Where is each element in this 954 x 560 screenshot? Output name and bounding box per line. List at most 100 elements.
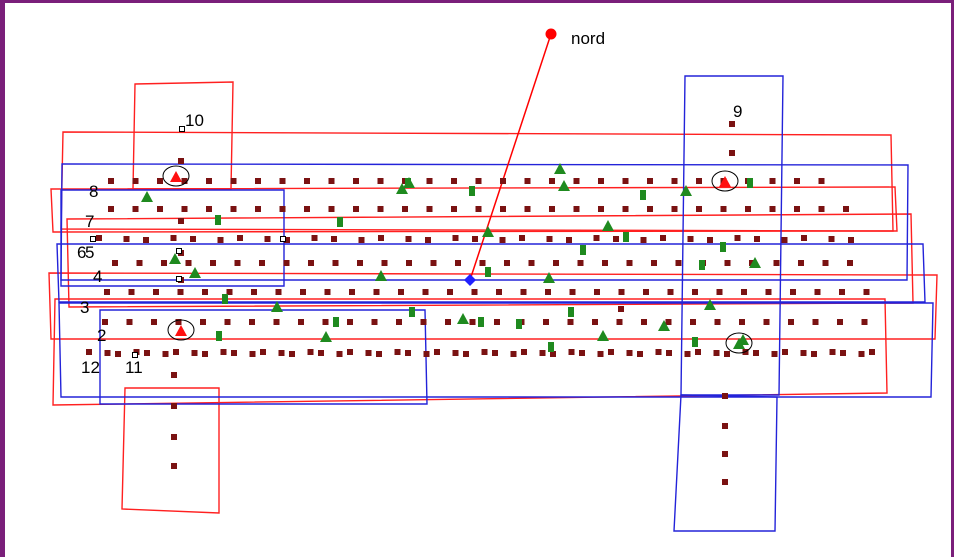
survey-point-110 (479, 260, 486, 266)
survey-point-148 (643, 289, 649, 295)
survey-point-130 (202, 289, 208, 295)
survey-point-202 (260, 349, 266, 355)
survey-point-190 (86, 349, 92, 355)
survey-point-226 (608, 349, 614, 355)
survey-point-55 (696, 206, 702, 212)
survey-point-4 (181, 178, 188, 184)
survey-point-207 (336, 351, 343, 357)
survey-point-234 (724, 351, 730, 357)
target-ring-3 (167, 319, 195, 341)
survey-point-127 (128, 289, 135, 295)
survey-point-217 (481, 349, 488, 355)
layout-canvas[interactable] (5, 3, 954, 560)
survey-point-184 (739, 319, 745, 325)
row-label-9: 9 (733, 102, 743, 121)
survey-point-251 (171, 434, 177, 440)
survey-point-168 (347, 319, 353, 325)
survey-point-128 (153, 289, 159, 295)
row-label-11: 11 (125, 358, 143, 377)
survey-point-30 (818, 178, 825, 184)
survey-point-99 (210, 260, 216, 266)
survey-point-135 (324, 289, 331, 295)
survey-point-106 (381, 260, 388, 266)
survey-point-181 (665, 319, 672, 325)
survey-point-80 (519, 235, 525, 241)
row-label-7: 7 (85, 212, 95, 231)
survey-point-45 (451, 206, 457, 212)
survey-point-189 (861, 319, 868, 325)
survey-point-154 (790, 289, 796, 295)
survey-point-43 (402, 206, 408, 212)
sensor-triangle-18 (749, 257, 761, 268)
survey-point-160 (151, 319, 157, 325)
survey-point-242 (840, 350, 846, 356)
survey-point-22 (622, 178, 629, 184)
sensor-rect-4 (333, 317, 339, 327)
survey-point-206 (318, 350, 324, 356)
survey-point-237 (771, 351, 778, 357)
survey-point-100 (234, 260, 241, 266)
sensor-rect-9 (478, 317, 484, 327)
survey-point-187 (812, 319, 819, 325)
survey-point-25 (696, 178, 702, 184)
survey-point-259 (618, 306, 624, 312)
survey-point-7 (255, 178, 261, 184)
sensor-rect-2 (222, 294, 228, 304)
survey-point-167 (322, 319, 329, 325)
survey-point-149 (667, 289, 674, 295)
sensor-rect-19 (720, 242, 726, 252)
survey-point-94 (848, 237, 854, 243)
survey-point-241 (829, 349, 836, 355)
survey-point-114 (577, 260, 584, 266)
survey-point-32 (132, 206, 139, 212)
survey-point-72 (331, 236, 337, 242)
survey-point-194 (144, 350, 150, 356)
survey-point-245 (178, 158, 184, 164)
survey-point-240 (811, 351, 817, 357)
sensor-triangle-9 (482, 226, 494, 237)
survey-box-blue-7 (673, 394, 778, 532)
sensor-rect-18 (699, 260, 705, 270)
survey-point-179 (616, 319, 623, 325)
survey-point-159 (126, 319, 133, 325)
survey-point-221 (539, 350, 546, 356)
sensor-triangle-10 (543, 272, 555, 283)
survey-box-blue-6 (680, 75, 784, 396)
survey-point-223 (568, 349, 575, 355)
survey-point-203 (278, 350, 285, 356)
sensor-triangle-8 (457, 313, 469, 324)
row-label-6: 6 (77, 243, 87, 262)
survey-point-233 (713, 350, 720, 356)
hollow-point-4 (176, 248, 182, 254)
survey-point-49 (549, 206, 555, 212)
survey-point-39 (304, 206, 310, 212)
survey-point-137 (373, 289, 380, 295)
survey-box-red-2 (50, 186, 898, 233)
survey-point-136 (349, 289, 355, 295)
survey-point-191 (104, 350, 111, 356)
survey-point-215 (452, 350, 459, 356)
survey-point-172 (445, 319, 451, 325)
survey-point-163 (224, 319, 231, 325)
center-marker (464, 274, 476, 286)
survey-point-41 (353, 206, 359, 212)
survey-boxes (48, 75, 938, 532)
survey-point-132 (251, 289, 257, 295)
survey-point-216 (463, 351, 469, 357)
sensor-triangle-15 (658, 320, 670, 331)
survey-point-84 (613, 236, 619, 242)
survey-point-151 (716, 289, 723, 295)
survey-point-201 (249, 351, 256, 357)
survey-point-42 (377, 206, 384, 212)
survey-point-200 (231, 350, 237, 356)
sensor-rect-3 (216, 331, 222, 341)
survey-point-253 (729, 121, 735, 127)
survey-point-176 (543, 319, 549, 325)
survey-point-47 (500, 206, 506, 212)
survey-point-82 (566, 237, 572, 243)
survey-point-152 (741, 289, 747, 295)
survey-point-31 (108, 206, 114, 212)
survey-point-109 (455, 260, 461, 266)
sensor-triangle-4 (320, 331, 332, 342)
